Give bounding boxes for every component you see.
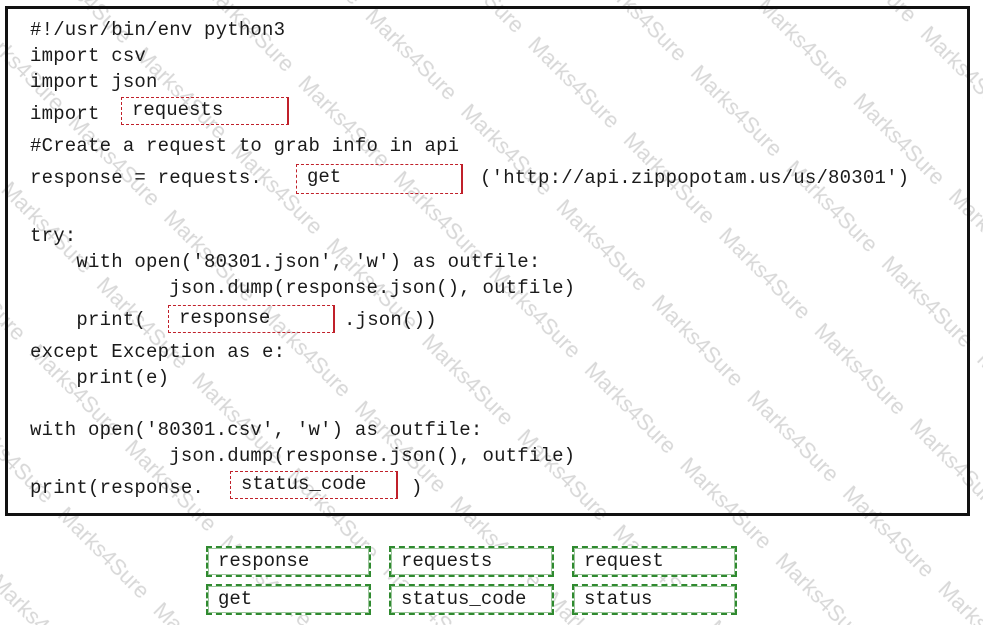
code-line-with-csv: with open('80301.csv', 'w') as outfile:	[30, 419, 483, 441]
code-line-except: except Exception as e:	[30, 341, 286, 363]
code-text: import	[30, 103, 112, 125]
code-line-import-requests: import	[30, 103, 111, 125]
drop-slot-method[interactable]: get	[296, 164, 463, 194]
code-line-json-dump-csv: json.dump(response.json(), outfile)	[30, 445, 576, 467]
code-text-json-call: .json())	[344, 309, 437, 331]
drop-slot-import[interactable]: requests	[121, 97, 289, 125]
code-line-print: print(	[30, 309, 146, 331]
code-text: response = requests.	[30, 167, 263, 189]
code-line-shebang: #!/usr/bin/env python3	[30, 19, 286, 41]
option-status-code[interactable]: status_code	[389, 584, 554, 615]
option-status[interactable]: status	[572, 584, 737, 615]
code-line-print-e: print(e)	[30, 367, 170, 389]
code-line-import-json: import json	[30, 71, 158, 93]
code-text: print(	[30, 309, 147, 331]
option-response[interactable]: response	[206, 546, 371, 577]
code-line-import-csv: import csv	[30, 45, 147, 67]
code-text-url: ('http://api.zippopotam.us/us/80301')	[480, 167, 910, 189]
option-requests[interactable]: requests	[389, 546, 554, 577]
code-text: print(response.	[30, 477, 205, 499]
code-line-response: response = requests.	[30, 167, 262, 189]
code-line-with-json: with open('80301.json', 'w') as outfile:	[30, 251, 541, 273]
code-line-json-dump: json.dump(response.json(), outfile)	[30, 277, 576, 299]
drop-slot-print[interactable]: response	[168, 305, 335, 333]
option-request[interactable]: request	[572, 546, 737, 577]
code-line-comment: #Create a request to grab info in api	[30, 135, 460, 157]
code-panel: #!/usr/bin/env python3 import csv import…	[5, 6, 970, 516]
drop-slot-attribute[interactable]: status_code	[230, 471, 398, 499]
code-line-try: try:	[30, 225, 77, 247]
code-text-close-paren: )	[411, 477, 423, 499]
code-line-print-status: print(response.	[30, 477, 204, 499]
option-get[interactable]: get	[206, 584, 371, 615]
